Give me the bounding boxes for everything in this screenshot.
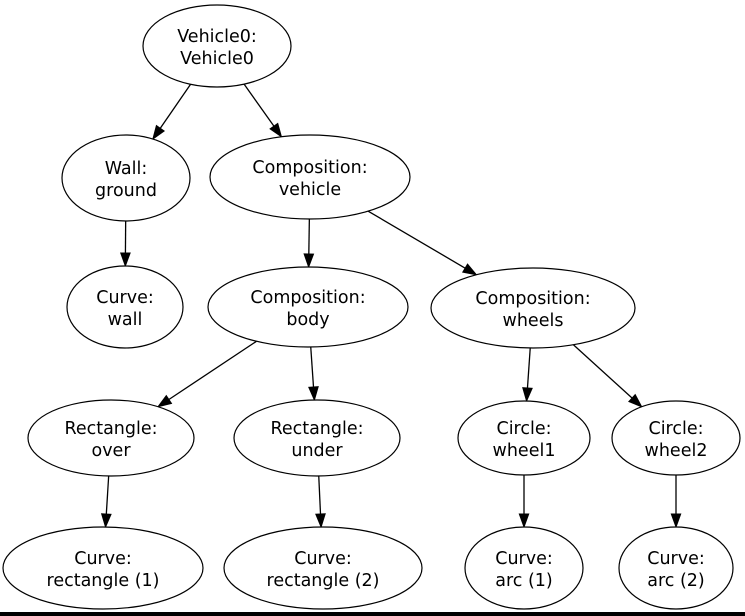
node-curve-wall: Curve:wall <box>66 265 184 349</box>
node-ellipse-curve-rectangle-2 <box>223 526 423 610</box>
node-label-line1-rectangle-over: Rectangle: <box>64 419 157 439</box>
node-label-circle-wheel2: Circle:wheel2 <box>645 419 708 461</box>
node-label-line1-composition-vehicle: Composition: <box>252 158 367 178</box>
edge-composition-vehicle-to-composition-body <box>308 218 311 255</box>
arrowhead-rectangle-under-to-curve-rectangle-2 <box>315 513 326 529</box>
node-ellipse-vehicle0 <box>142 4 292 88</box>
node-composition-vehicle: Composition:vehicle <box>209 134 411 220</box>
node-label-line1-vehicle0: Vehicle0: <box>177 27 257 47</box>
arrowhead-vehicle0-to-composition-vehicle <box>269 122 283 138</box>
node-label-curve-wall: Curve:wall <box>96 288 154 330</box>
node-label-line2-composition-body: body <box>286 310 329 330</box>
node-composition-body: Composition:body <box>207 266 409 348</box>
node-label-circle-wheel1: Circle:wheel1 <box>493 419 556 461</box>
node-label-line2-curve-arc-1: arc (1) <box>495 571 553 591</box>
node-circle-wheel1: Circle:wheel1 <box>457 400 591 476</box>
node-label-composition-vehicle: Composition:vehicle <box>252 158 367 200</box>
node-label-vehicle0: Vehicle0:Vehicle0 <box>177 27 257 69</box>
node-label-line2-curve-arc-2: arc (2) <box>647 571 705 591</box>
arrowhead-vehicle0-to-wall-ground <box>152 124 166 141</box>
node-label-line2-vehicle0: Vehicle0 <box>180 49 254 69</box>
edge-composition-wheels-to-circle-wheel2 <box>572 344 633 399</box>
arrowhead-circle-wheel1-to-curve-arc-1 <box>518 513 530 529</box>
node-ellipse-composition-wheels <box>430 267 636 349</box>
node-label-curve-arc-2: Curve:arc (2) <box>647 549 705 591</box>
node-label-line2-circle-wheel1: wheel1 <box>493 441 556 461</box>
node-label-line2-curve-rectangle-2: rectangle (2) <box>267 571 380 591</box>
node-label-rectangle-over: Rectangle:over <box>64 419 157 461</box>
node-label-line1-curve-rectangle-1: Curve: <box>74 549 132 569</box>
node-ellipse-composition-body <box>207 266 409 348</box>
window-bottom-edge-bar <box>0 612 745 616</box>
node-ellipse-rectangle-under <box>233 399 401 477</box>
arrowhead-wall-ground-to-curve-wall <box>120 252 131 268</box>
node-label-composition-wheels: Composition:wheels <box>475 289 590 331</box>
node-vehicle0: Vehicle0:Vehicle0 <box>142 4 292 88</box>
node-label-line1-wall-ground: Wall: <box>105 159 148 179</box>
arrowhead-composition-body-to-rectangle-over <box>156 394 173 408</box>
node-label-line1-composition-wheels: Composition: <box>475 289 590 309</box>
node-label-line2-rectangle-under: under <box>291 441 343 461</box>
arrowhead-composition-body-to-rectangle-under <box>308 386 319 402</box>
node-label-line1-curve-wall: Curve: <box>96 288 154 308</box>
node-wall-ground: Wall:ground <box>61 134 191 222</box>
edge-rectangle-over-to-curve-rectangle-1 <box>105 475 110 515</box>
node-ellipse-curve-wall <box>66 265 184 349</box>
arrowhead-rectangle-over-to-curve-rectangle-1 <box>100 513 112 529</box>
arrowhead-composition-vehicle-to-composition-body <box>303 253 315 269</box>
node-rectangle-over: Rectangle:over <box>27 399 195 477</box>
node-ellipse-curve-rectangle-1 <box>2 526 204 610</box>
arrowhead-composition-wheels-to-circle-wheel1 <box>522 387 533 403</box>
node-label-line2-wall-ground: ground <box>95 181 157 201</box>
node-label-wall-ground: Wall:ground <box>95 159 157 201</box>
node-label-line1-circle-wheel2: Circle: <box>648 419 703 439</box>
node-ellipse-circle-wheel1 <box>457 400 591 476</box>
node-circle-wheel2: Circle:wheel2 <box>611 400 741 476</box>
node-rectangle-under: Rectangle:under <box>233 399 401 477</box>
arrowhead-composition-vehicle-to-composition-wheels <box>461 263 478 276</box>
arrowhead-circle-wheel2-to-curve-arc-2 <box>670 513 682 529</box>
edge-composition-body-to-rectangle-under <box>310 346 315 388</box>
node-ellipse-circle-wheel2 <box>611 400 741 476</box>
node-label-line2-rectangle-over: over <box>91 441 131 461</box>
node-curve-arc-2: Curve:arc (2) <box>618 526 734 610</box>
node-label-line2-curve-wall: wall <box>108 310 143 330</box>
node-label-line1-curve-arc-2: Curve: <box>647 549 705 569</box>
node-curve-rectangle-2: Curve:rectangle (2) <box>223 526 423 610</box>
node-ellipse-curve-arc-2 <box>618 526 734 610</box>
edge-composition-vehicle-to-composition-wheels <box>367 210 466 269</box>
node-label-line1-composition-body: Composition: <box>250 288 365 308</box>
edge-rectangle-under-to-curve-rectangle-2 <box>318 475 322 515</box>
node-label-rectangle-under: Rectangle:under <box>270 419 363 461</box>
node-ellipse-curve-arc-1 <box>464 526 584 610</box>
node-label-line1-circle-wheel1: Circle: <box>496 419 551 439</box>
node-curve-arc-1: Curve:arc (1) <box>464 526 584 610</box>
node-ellipse-composition-vehicle <box>209 134 411 220</box>
node-ellipse-wall-ground <box>61 134 191 222</box>
arrowhead-composition-wheels-to-circle-wheel2 <box>628 393 643 408</box>
node-composition-wheels: Composition:wheels <box>430 267 636 349</box>
node-label-line1-rectangle-under: Rectangle: <box>270 419 363 439</box>
node-label-composition-body: Composition:body <box>250 288 365 330</box>
node-ellipse-rectangle-over <box>27 399 195 477</box>
edge-composition-body-to-rectangle-over <box>168 340 257 401</box>
node-label-line2-circle-wheel2: wheel2 <box>645 441 708 461</box>
node-label-curve-arc-1: Curve:arc (1) <box>495 549 553 591</box>
node-label-line2-curve-rectangle-1: rectangle (1) <box>47 571 160 591</box>
node-label-curve-rectangle-2: Curve:rectangle (2) <box>267 549 380 591</box>
edge-composition-wheels-to-circle-wheel1 <box>526 347 531 389</box>
node-label-line2-composition-vehicle: vehicle <box>279 180 341 200</box>
node-label-curve-rectangle-1: Curve:rectangle (1) <box>47 549 160 591</box>
node-label-line1-curve-rectangle-2: Curve: <box>294 549 352 569</box>
edge-vehicle0-to-wall-ground <box>159 83 192 129</box>
node-label-line1-curve-arc-1: Curve: <box>495 549 553 569</box>
node-curve-rectangle-1: Curve:rectangle (1) <box>2 526 204 610</box>
edge-vehicle0-to-composition-vehicle <box>243 83 275 127</box>
node-label-line2-composition-wheels: wheels <box>503 311 564 331</box>
